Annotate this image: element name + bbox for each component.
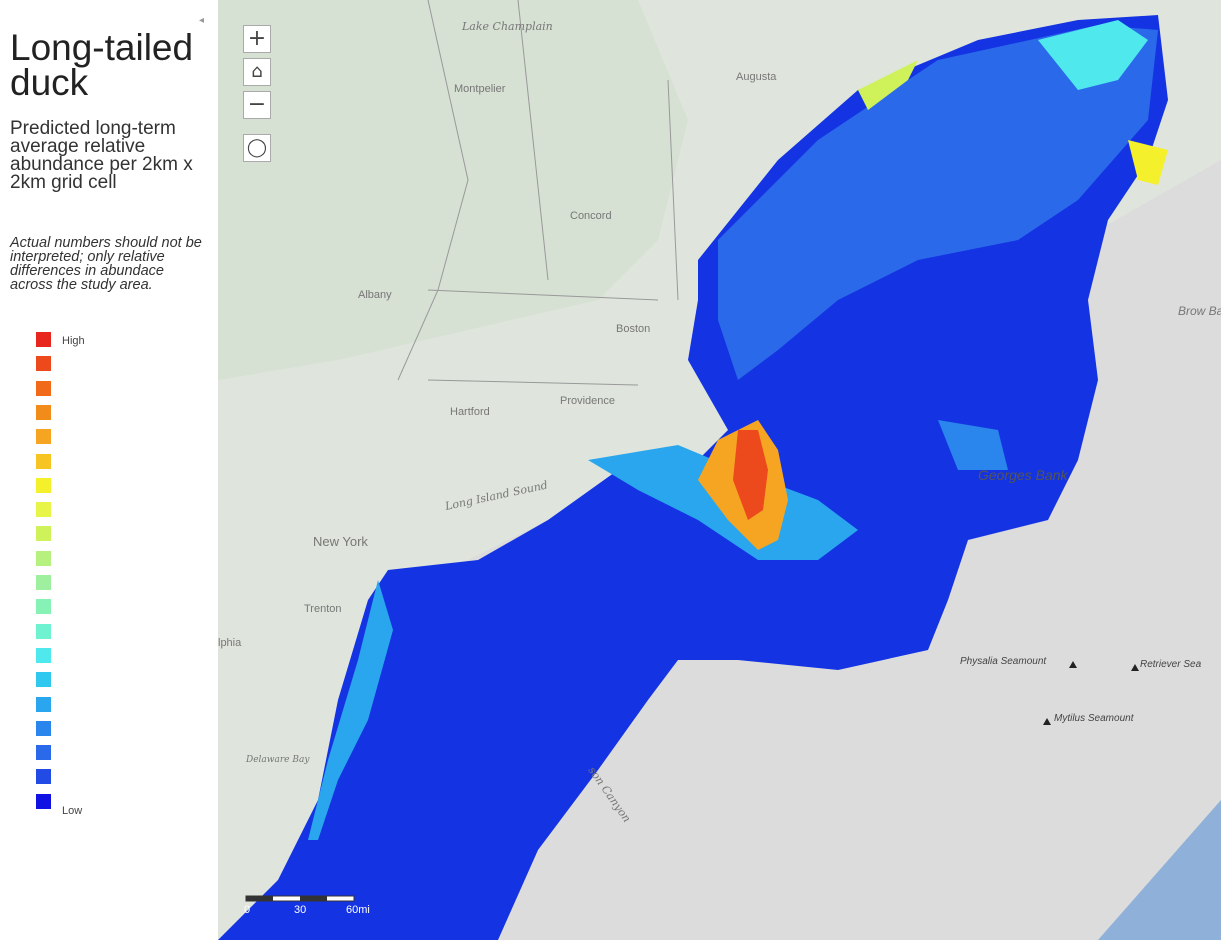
deep-ocean <box>1098 800 1221 940</box>
abundance-coastal-maine <box>1038 20 1148 90</box>
label-concord: Concord <box>570 210 612 222</box>
legend-swatch <box>36 502 51 518</box>
label-browns-bank: Brow Ban <box>1178 304 1221 318</box>
legend-swatch <box>36 769 51 785</box>
legend-high-label: High <box>62 335 85 347</box>
label-providence: Providence <box>560 395 615 407</box>
land-forest <box>218 0 688 380</box>
legend-swatch <box>36 477 51 493</box>
label-new-york: New York <box>313 534 368 549</box>
scale-label-end: 60mi <box>346 904 370 916</box>
label-retriever-seamount: Retriever Sea <box>1140 659 1202 670</box>
legend-swatch <box>36 575 51 590</box>
legend-swatch <box>36 647 51 663</box>
label-montpelier: Montpelier <box>454 83 506 95</box>
home-button[interactable]: ⌂ <box>243 58 271 86</box>
page-title: Long-tailed duck <box>10 27 194 103</box>
legend-swatch <box>36 720 51 736</box>
label-mytilus-seamount: Mytilus Seamount <box>1054 713 1135 724</box>
seamount-marker-icon <box>1043 718 1051 725</box>
legend-swatch <box>36 793 51 809</box>
sidebar: ◂ Long-tailed duck Predicted long-term a… <box>0 0 218 940</box>
abundance-coastal-nova <box>1128 140 1168 185</box>
seamount-marker-icon <box>1131 664 1139 671</box>
seamount-marker-icon <box>1069 661 1077 668</box>
collapse-arrow-icon[interactable]: ◂ <box>199 15 205 26</box>
map-view[interactable]: Lake Champlain Montpelier Augusta Concor… <box>218 0 1221 940</box>
legend-swatch <box>36 696 51 712</box>
locate-button[interactable]: ◯ <box>243 134 271 162</box>
scale-label-zero: 0 <box>244 904 250 916</box>
zoom-out-button[interactable]: − <box>243 91 271 119</box>
label-delaware-bay: Delaware Bay <box>245 755 310 765</box>
subtitle: Predicted long-term average relative abu… <box>10 118 193 193</box>
label-philadelphia: lphia <box>218 637 242 649</box>
legend-swatch <box>36 672 51 688</box>
legend-swatch <box>36 623 51 639</box>
legend-swatch <box>36 453 51 469</box>
legend-swatch <box>36 356 51 372</box>
legend-low-label: Low <box>62 805 83 817</box>
scale-label-mid: 30 <box>294 904 306 916</box>
label-georges-bank: Georges Bank <box>978 467 1068 483</box>
label-physalia-seamount: Physalia Seamount <box>960 656 1047 667</box>
abundance-mid-zone <box>718 25 1158 380</box>
abundance-georges <box>938 420 1008 470</box>
label-trenton: Trenton <box>304 603 342 615</box>
legend-swatch <box>36 404 51 420</box>
map-canvas[interactable]: Lake Champlain Montpelier Augusta Concor… <box>218 0 1221 940</box>
abundance-coastal-bright <box>858 60 918 110</box>
legend-swatch <box>36 550 51 566</box>
legend-swatch <box>36 526 51 542</box>
scale-bar: 0 30 60mi <box>244 895 370 916</box>
label-lake-champlain: Lake Champlain <box>461 20 553 33</box>
label-augusta: Augusta <box>736 71 777 83</box>
state-borders <box>397 0 679 386</box>
legend-swatch <box>36 380 51 396</box>
legend-swatch <box>36 332 51 347</box>
disclaimer-note: Actual numbers should not be interpreted… <box>10 235 202 293</box>
legend-swatch <box>36 745 51 761</box>
zoom-in-button[interactable]: + <box>243 25 271 53</box>
abundance-nantucket-peak <box>733 430 768 520</box>
legend-swatch <box>36 599 51 615</box>
label-albany: Albany <box>358 289 392 301</box>
label-boston: Boston <box>616 323 650 335</box>
legend-swatch <box>36 429 51 445</box>
label-hartford: Hartford <box>450 406 490 418</box>
abundance-nj-coast <box>308 580 393 840</box>
